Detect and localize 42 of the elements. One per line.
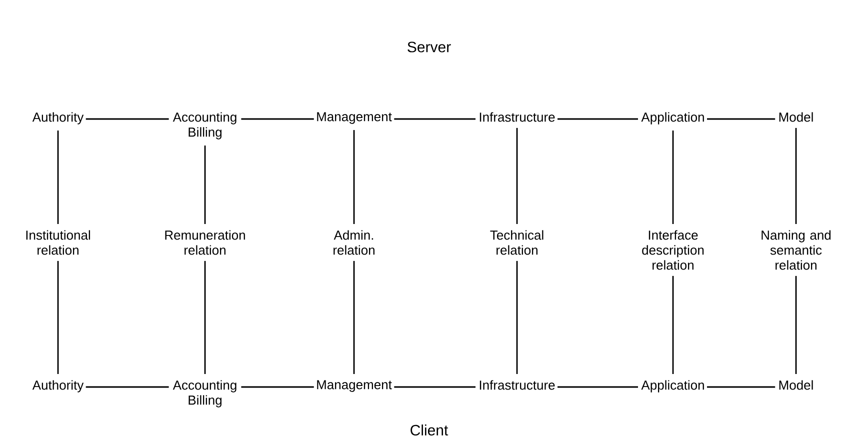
connector-line [672, 276, 674, 374]
connector-line [516, 260, 518, 374]
connector-line [86, 386, 169, 388]
node-text: Accounting Billing [172, 380, 236, 408]
connector-line [707, 118, 776, 120]
side-label: Server [408, 42, 451, 52]
connector-line [558, 118, 638, 120]
connector-line [394, 386, 476, 388]
node-text: Technical relation [490, 230, 544, 255]
node-text: Application [641, 112, 704, 124]
node-text: Management [317, 380, 392, 392]
connector-line [204, 146, 206, 224]
node-text: Interface description relation [642, 230, 704, 270]
node-text: Model [779, 112, 813, 122]
node-text: Institutional relation [26, 230, 90, 255]
connector-line [57, 260, 59, 374]
connector-line [394, 118, 476, 120]
connector-line [86, 118, 169, 120]
node-text: Authority [32, 380, 84, 392]
node-text: Infrastructure [480, 112, 555, 122]
connector-line [707, 386, 776, 388]
connector-line [241, 118, 314, 120]
connector-line [795, 276, 797, 374]
connector-line [241, 386, 314, 388]
connector-line [516, 128, 518, 224]
node-text: Authority [32, 112, 84, 124]
connector-line [672, 130, 674, 224]
node-text: Naming and semantic relation [762, 230, 831, 270]
node-text: Application [641, 380, 704, 392]
connector-line [204, 260, 206, 374]
connector-line [795, 128, 797, 224]
node-text: Model [779, 380, 813, 390]
node-text: Admin. relation [334, 230, 374, 255]
connector-line [558, 386, 638, 388]
node-text: Infrastructure [480, 380, 555, 390]
node-text: Remuneration relation [165, 230, 245, 255]
node-text: Management [317, 112, 392, 124]
side-label: Client [410, 424, 448, 436]
connector-line [353, 260, 355, 374]
connector-line [353, 130, 355, 224]
node-text: Accounting Billing [172, 112, 236, 140]
connector-line [57, 130, 59, 224]
